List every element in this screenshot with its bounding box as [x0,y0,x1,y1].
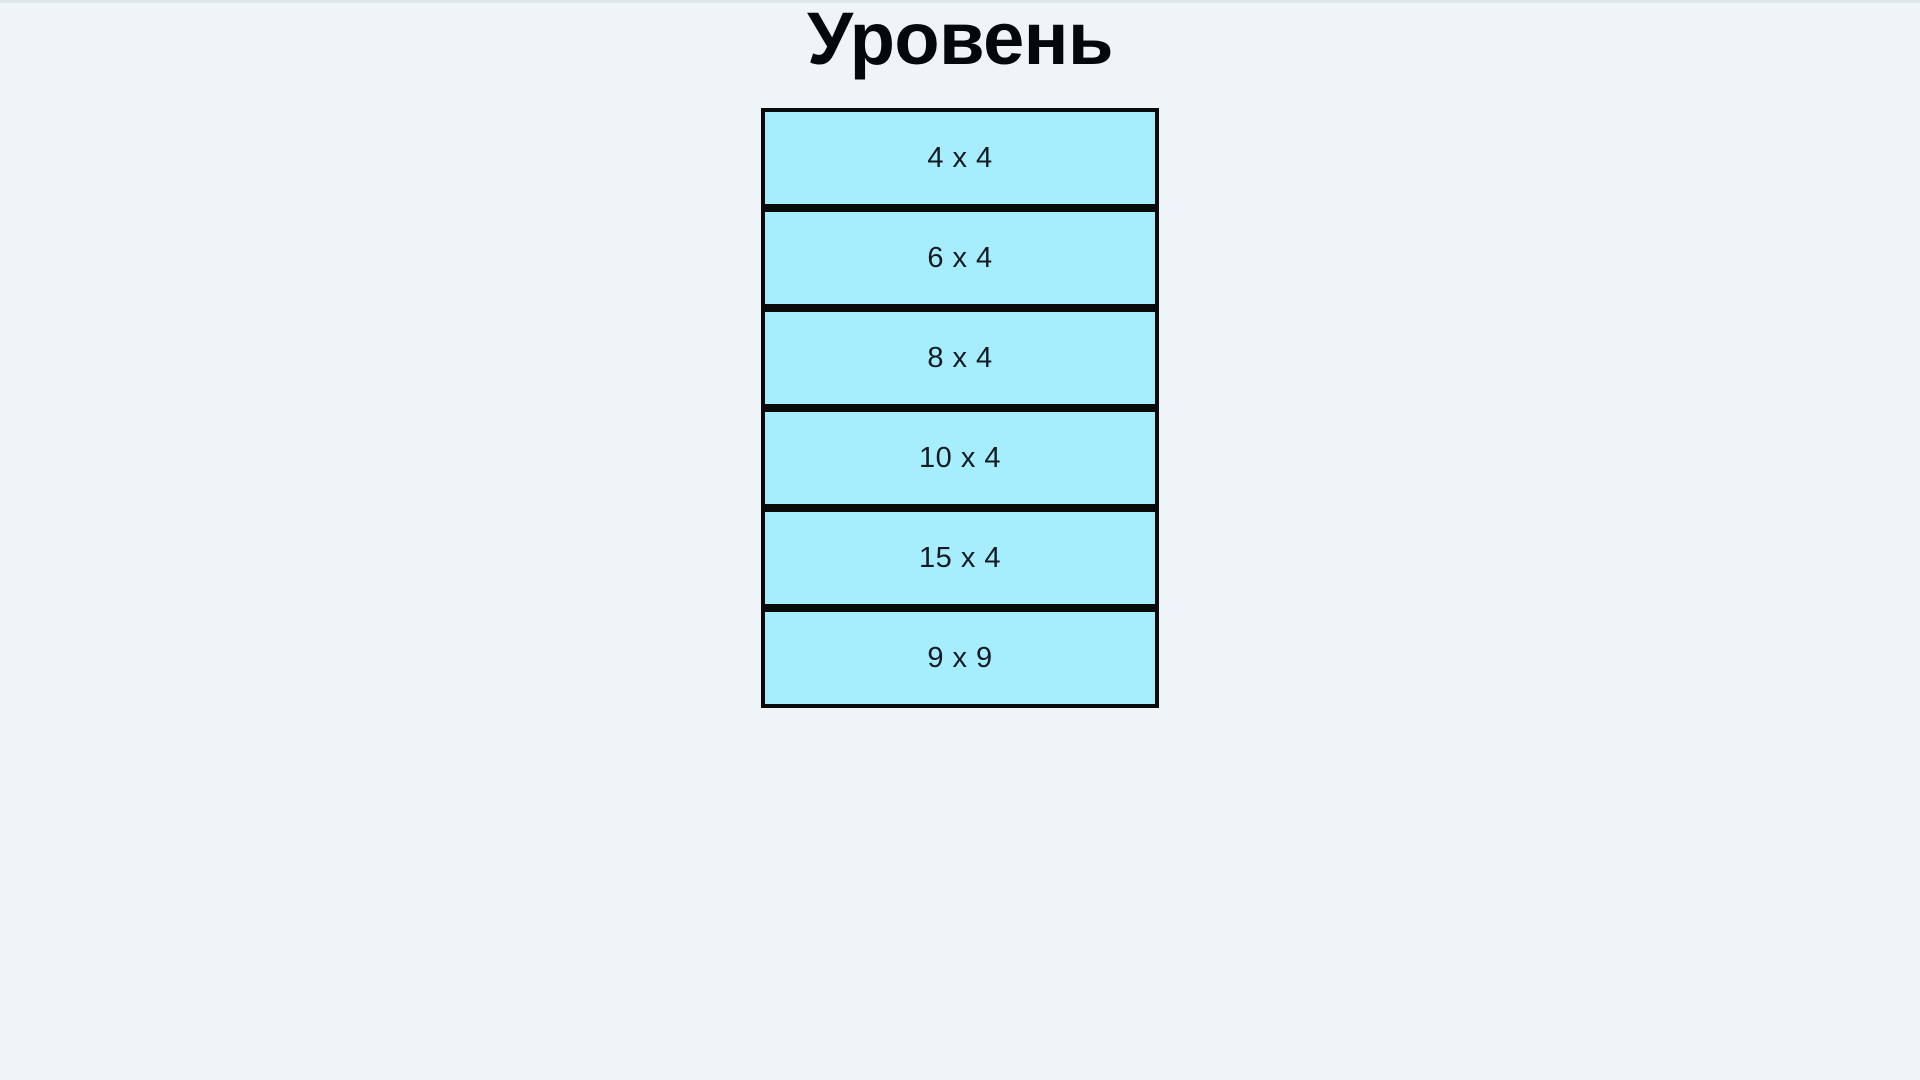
level-button-6x4[interactable]: 6 x 4 [761,208,1159,308]
level-list: 4 x 4 6 x 4 8 x 4 10 x 4 15 x 4 9 x [761,108,1159,708]
level-button-label: 6 x 4 [927,241,993,274]
level-button-10x4[interactable]: 10 x 4 [761,408,1159,508]
level-button-8x4[interactable]: 8 x 4 [761,308,1159,408]
level-button-label: 9 x 9 [927,641,993,674]
level-button-9x9[interactable]: 9 x 9 [761,608,1159,708]
level-button-15x4[interactable]: 15 x 4 [761,508,1159,608]
level-button-label: 4 x 4 [927,141,993,174]
level-button-label: 10 x 4 [919,441,1001,474]
level-button-4x4[interactable]: 4 x 4 [761,108,1159,208]
viewport-top-edge [0,0,1920,3]
page-title: Уровень [807,0,1113,80]
level-button-label: 15 x 4 [919,541,1001,574]
level-button-label: 8 x 4 [927,341,993,374]
